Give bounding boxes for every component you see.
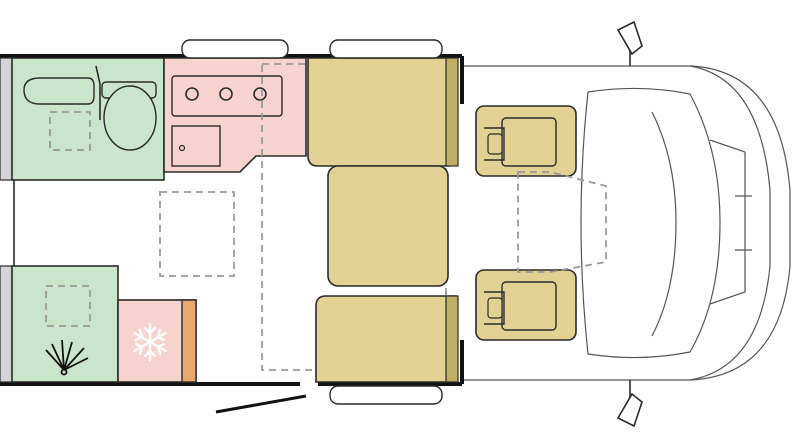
cab-seat-icon-top [475,105,577,177]
rear-bench-seat [315,295,457,383]
sink-icon [23,77,95,105]
fridge [117,299,197,383]
rear-panel-bottom [0,265,13,383]
hob-burners-icon [171,75,283,117]
shower-room [11,265,119,383]
seat-swivel-outline [517,171,607,273]
wing-mirror-icon-top [616,20,643,66]
windscreen [580,87,721,359]
rear-panel-top [0,57,13,181]
entry-door [215,394,307,414]
window-bottom [329,385,443,405]
overhead-locker-kitchen [159,191,235,277]
sink-icon-kitchen [171,125,221,167]
window-top-right [329,39,443,59]
washroom [11,57,165,181]
front-bench-backrest [445,57,459,167]
lounge-seating [307,57,459,383]
cab [462,20,791,428]
wing-mirror-icon-bottom [616,380,643,428]
skylight-washroom [49,111,91,151]
toilet-icon [101,81,157,151]
table-cushion [327,165,449,287]
window-top-left [181,39,289,59]
snowflake-icon [133,322,167,362]
shower-icon [45,339,89,376]
skylight-shower [45,285,91,327]
rear-bench-backrest [445,295,459,383]
kitchen [163,57,307,173]
front-bench-seat [307,57,457,167]
cab-seat-icon-bottom [475,269,577,341]
